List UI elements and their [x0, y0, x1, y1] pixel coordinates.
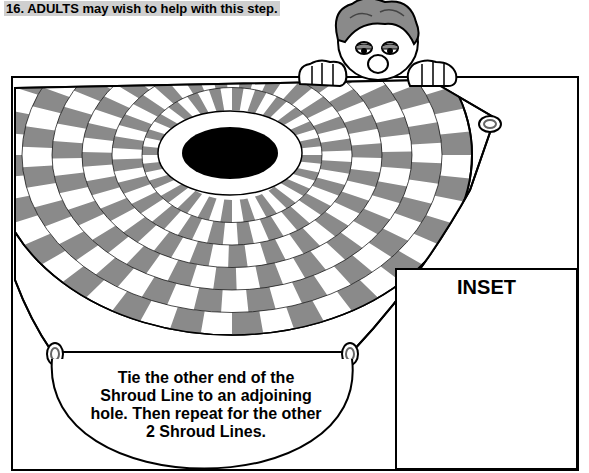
shroud-line [52, 359, 353, 469]
inset-box: INSET [395, 268, 578, 470]
node-text: INSET [397, 276, 576, 298]
cartoon-face [299, 0, 456, 86]
shroud-line-loop: Tie the other end of the Shroud Line to … [40, 345, 370, 472]
step-note: 16. ADULTS may wish to help with this st… [4, 1, 280, 16]
node-text: Tie the other end of the Shroud Line to … [88, 369, 324, 441]
